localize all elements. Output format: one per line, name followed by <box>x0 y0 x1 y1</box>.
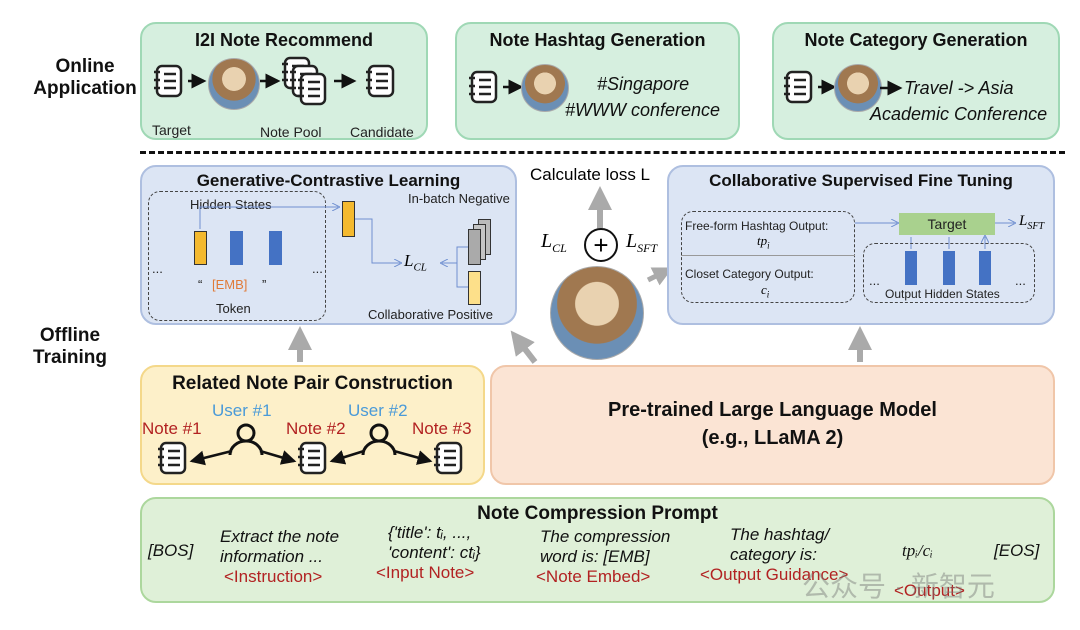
bos-token: [BOS] <box>148 541 194 560</box>
note-category-generation-panel: Note Category Generation Travel -> Asia … <box>772 22 1060 140</box>
negative-bar <box>468 229 481 265</box>
hashtag-output-label: Free-form Hashtag Output: <box>685 219 829 233</box>
tp-i: tpi <box>757 233 770 251</box>
watermark: 公众号 · 新智元 <box>802 571 995 602</box>
category-output-label: Closet Category Output: <box>685 267 814 281</box>
gcl-title: Generative-Contrastive Learning <box>196 171 461 190</box>
gcl-loss: LCL <box>404 251 427 274</box>
prompt-output: tpᵢ/cᵢ<Output> <box>894 541 965 600</box>
related-note-pair-panel: Related Note Pair Construction User #1 U… <box>140 365 485 485</box>
token-hidden-states-group <box>148 191 326 321</box>
emb-vector-bar <box>342 201 355 237</box>
category-title: Note Category Generation <box>804 30 1028 50</box>
eos-token: [EOS] <box>994 541 1040 560</box>
collaborative-sft-panel: Collaborative Supervised Fine Tuning Fre… <box>667 165 1055 325</box>
in-batch-negative-label: In-batch Negative <box>408 191 510 206</box>
online-offline-divider <box>140 151 1065 154</box>
plus-icon: + <box>584 228 618 262</box>
output-hidden-bar <box>943 251 955 285</box>
llm-example: (e.g., LLaMA 2) <box>701 427 844 449</box>
note-compression-prompt-panel: Note Compression Prompt [BOS] [EOS] Extr… <box>140 497 1055 603</box>
hashtag-title: Note Hashtag Generation <box>489 30 706 50</box>
c-i: ci <box>761 282 770 300</box>
ellipsis: ... <box>1015 273 1026 288</box>
prompt-input-note: {'title': tᵢ, ...,'content': ctᵢ}<Input … <box>376 523 481 582</box>
candidate-label: Candidate <box>350 124 414 140</box>
hidden-states-label: Hidden States <box>190 197 272 212</box>
category-2: Academic Conference <box>870 104 1048 124</box>
emb-token: [EMB] <box>212 277 248 292</box>
close-quote: ” <box>262 277 267 292</box>
target-label: Target <box>152 122 191 138</box>
offline-training-label: Offline Training <box>33 325 107 368</box>
online-application-label: Online Application <box>33 56 137 99</box>
lcl-term: LCL <box>541 230 567 255</box>
note-icon <box>469 70 524 104</box>
ellipsis: ... <box>869 273 880 288</box>
output-hidden-states-group <box>863 243 1035 303</box>
ellipsis: ... <box>152 261 163 276</box>
llama-model-avatar-icon <box>550 266 644 360</box>
i2i-title: I2I Note Recommend <box>194 30 374 50</box>
output-hidden-bar <box>905 251 917 285</box>
pair-title: Related Note Pair Construction <box>172 373 453 394</box>
note-pair-graph <box>158 423 463 475</box>
i2i-flow-icons <box>154 56 395 106</box>
hidden-state-bar <box>269 231 282 265</box>
lsft-term: LSFT <box>626 230 658 255</box>
note-icon <box>784 70 837 104</box>
user-1-label: User #1 <box>212 401 272 420</box>
hidden-state-bar <box>230 231 243 265</box>
llama-avatar-icon <box>208 58 260 110</box>
pretrained-llm-panel: Pre-trained Large Language Model (e.g., … <box>490 365 1055 485</box>
category-1: Travel -> Asia <box>904 78 1014 98</box>
llm-title: Pre-trained Large Language Model <box>608 399 937 421</box>
note-2-label: Note #2 <box>286 419 346 438</box>
calculate-loss-label: Calculate loss L <box>530 165 651 184</box>
target-box: Target <box>899 213 995 235</box>
user-2-label: User #2 <box>348 401 408 420</box>
positive-bar <box>468 271 481 305</box>
ellipsis: ... <box>312 261 323 276</box>
output-hidden-bar <box>979 251 991 285</box>
hashtag-2: #WWW conference <box>565 100 721 120</box>
open-quote: “ <box>198 277 203 292</box>
prompt-title: Note Compression Prompt <box>477 503 718 524</box>
token-label: Token <box>216 301 251 316</box>
output-targets-group <box>681 211 855 303</box>
collaborative-positive-label: Collaborative Positive <box>368 307 494 322</box>
llama-avatar-icon <box>521 64 569 112</box>
sft-loss: LSFT <box>1019 213 1045 232</box>
hashtag-1: #Singapore <box>597 74 690 94</box>
note-hashtag-generation-panel: Note Hashtag Generation #Singapore #WWW … <box>455 22 740 140</box>
note-pool-label: Note Pool <box>260 124 322 140</box>
emb-hidden-state-bar <box>194 231 207 265</box>
prompt-output-guidance: The hashtag/category is:<Output Guidance… <box>700 525 849 584</box>
i2i-note-recommend-panel: I2I Note Recommend Target Note Pool Cand… <box>140 22 428 140</box>
csft-title: Collaborative Supervised Fine Tuning <box>709 171 1013 190</box>
output-hidden-states-label: Output Hidden States <box>885 287 1000 301</box>
note-1-label: Note #1 <box>142 419 202 438</box>
generative-contrastive-learning-panel: Generative-Contrastive Learning Hidden S… <box>140 165 517 325</box>
note-3-label: Note #3 <box>412 419 472 438</box>
